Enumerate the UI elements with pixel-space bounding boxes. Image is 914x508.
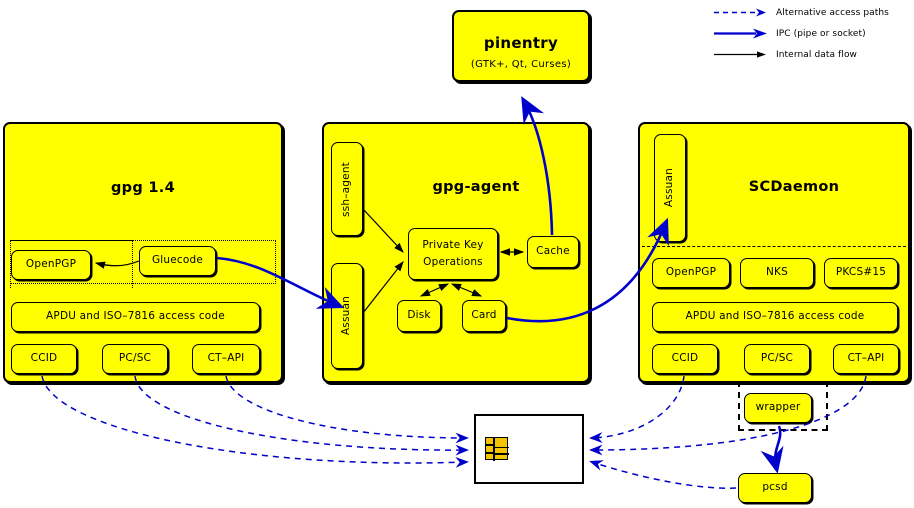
- scdaemon-driver-pcsc[interactable]: PC/SC: [744, 344, 810, 374]
- gpg-agent-card-box[interactable]: Card: [462, 300, 506, 332]
- gpg-openpgp-box[interactable]: OpenPGP: [11, 250, 91, 280]
- legend: Alternative access paths IPC (pipe or so…: [712, 2, 908, 65]
- scdaemon-app-label: NKS: [765, 266, 788, 279]
- card-label: Card: [471, 309, 497, 322]
- legend-item-internal-data-flow: Internal data flow: [712, 44, 908, 65]
- scdaemon-app-nks[interactable]: NKS: [740, 258, 814, 288]
- cache-label: Cache: [536, 245, 570, 258]
- gpg-gluecode-label: Gluecode: [151, 254, 204, 267]
- scdaemon-divider: [642, 246, 906, 247]
- altpath-gpg-pcsc-to-card: [134, 375, 469, 456]
- assuan-label: Assuan: [663, 168, 676, 208]
- legend-item-ipc: IPC (pipe or socket): [712, 23, 908, 44]
- scdaemon-app-label: OpenPGP: [665, 266, 717, 279]
- scdaemon-driver-ccid[interactable]: CCID: [652, 344, 718, 374]
- gpg-driver-label: CCID: [30, 352, 58, 365]
- altpath-scdaemon-ccid-to-card: [589, 375, 685, 443]
- pcsd-box[interactable]: pcsd: [738, 473, 812, 503]
- gpg-apdu-box[interactable]: APDU and ISO–7816 access code: [11, 302, 260, 332]
- pinentry-subtitle: (GTK+, Qt, Curses): [470, 59, 572, 70]
- gpg-driver-ccid[interactable]: CCID: [11, 344, 77, 374]
- scdaemon-apdu-box[interactable]: APDU and ISO–7816 access code: [652, 302, 898, 332]
- gpg-driver-label: PC/SC: [118, 352, 152, 365]
- wrapper-box[interactable]: wrapper: [744, 393, 812, 423]
- gpg-agent-disk-box[interactable]: Disk: [397, 300, 441, 332]
- altpath-pcsd-to-card: [589, 460, 737, 489]
- wrapper-label: wrapper: [755, 401, 801, 414]
- altpath-gpg-ctapi-to-card: [225, 375, 469, 444]
- data-flow-arrow-icon: [714, 51, 766, 58]
- private-key-ops-line1: Private Key: [422, 238, 484, 251]
- gpg-driver-ctapi[interactable]: CT–API: [192, 344, 260, 374]
- legend-label: Internal data flow: [776, 49, 858, 60]
- disk-label: Disk: [407, 309, 431, 322]
- gpg-title: gpg 1.4: [111, 180, 175, 196]
- scdaemon-apdu-label: APDU and ISO–7816 access code: [685, 310, 865, 323]
- scdaemon-app-label: PKCS#15: [835, 266, 887, 279]
- scdaemon-app-pkcs15[interactable]: PKCS#15: [824, 258, 898, 288]
- legend-label: Alternative access paths: [776, 7, 889, 18]
- dashed-arrow-icon: [714, 8, 766, 17]
- gpg-gluecode-box[interactable]: Gluecode: [139, 246, 216, 276]
- scdaemon-title: SCDaemon: [748, 179, 840, 195]
- ssh-agent-label: ssh–agent: [340, 161, 353, 217]
- gpg-agent-ssh-agent-box[interactable]: ssh–agent: [331, 142, 363, 236]
- pcsd-label: pcsd: [762, 481, 788, 494]
- pinentry-title: pinentry: [483, 34, 559, 52]
- ipc-arrow-icon: [714, 28, 767, 39]
- scdaemon-driver-ctapi[interactable]: CT–API: [833, 344, 899, 374]
- gpg-agent-assuan-box[interactable]: Assuan: [331, 263, 363, 369]
- ipc-wrapper-to-pcsd: [760, 425, 784, 474]
- gpg-driver-pcsc[interactable]: PC/SC: [102, 344, 168, 374]
- gpg-agent-private-key-operations-box[interactable]: Private Key Operations: [408, 228, 498, 280]
- pinentry-box[interactable]: pinentry (GTK+, Qt, Curses): [452, 10, 590, 82]
- gpg-agent-title: gpg-agent: [432, 179, 520, 195]
- gpg-apdu-label: APDU and ISO–7816 access code: [46, 310, 225, 323]
- gpg-agent-cache-box[interactable]: Cache: [527, 236, 579, 268]
- legend-item-alternative-access-paths: Alternative access paths: [712, 2, 908, 23]
- assuan-label: Assuan: [340, 296, 353, 336]
- private-key-ops-line2: Operations: [423, 256, 483, 268]
- scdaemon-driver-label: PC/SC: [760, 352, 794, 365]
- gpg-driver-label: CT–API: [207, 352, 245, 365]
- gpg-openpgp-label: OpenPGP: [25, 258, 77, 271]
- scdaemon-driver-label: CT–API: [847, 352, 885, 365]
- scdaemon-app-openpgp[interactable]: OpenPGP: [652, 258, 730, 288]
- altpath-gpg-ccid-to-card: [41, 375, 469, 468]
- scdaemon-driver-label: CCID: [671, 352, 699, 365]
- scdaemon-assuan-box[interactable]: Assuan: [654, 134, 686, 242]
- legend-label: IPC (pipe or socket): [776, 28, 866, 39]
- smartcard-chip-icon: [485, 437, 509, 461]
